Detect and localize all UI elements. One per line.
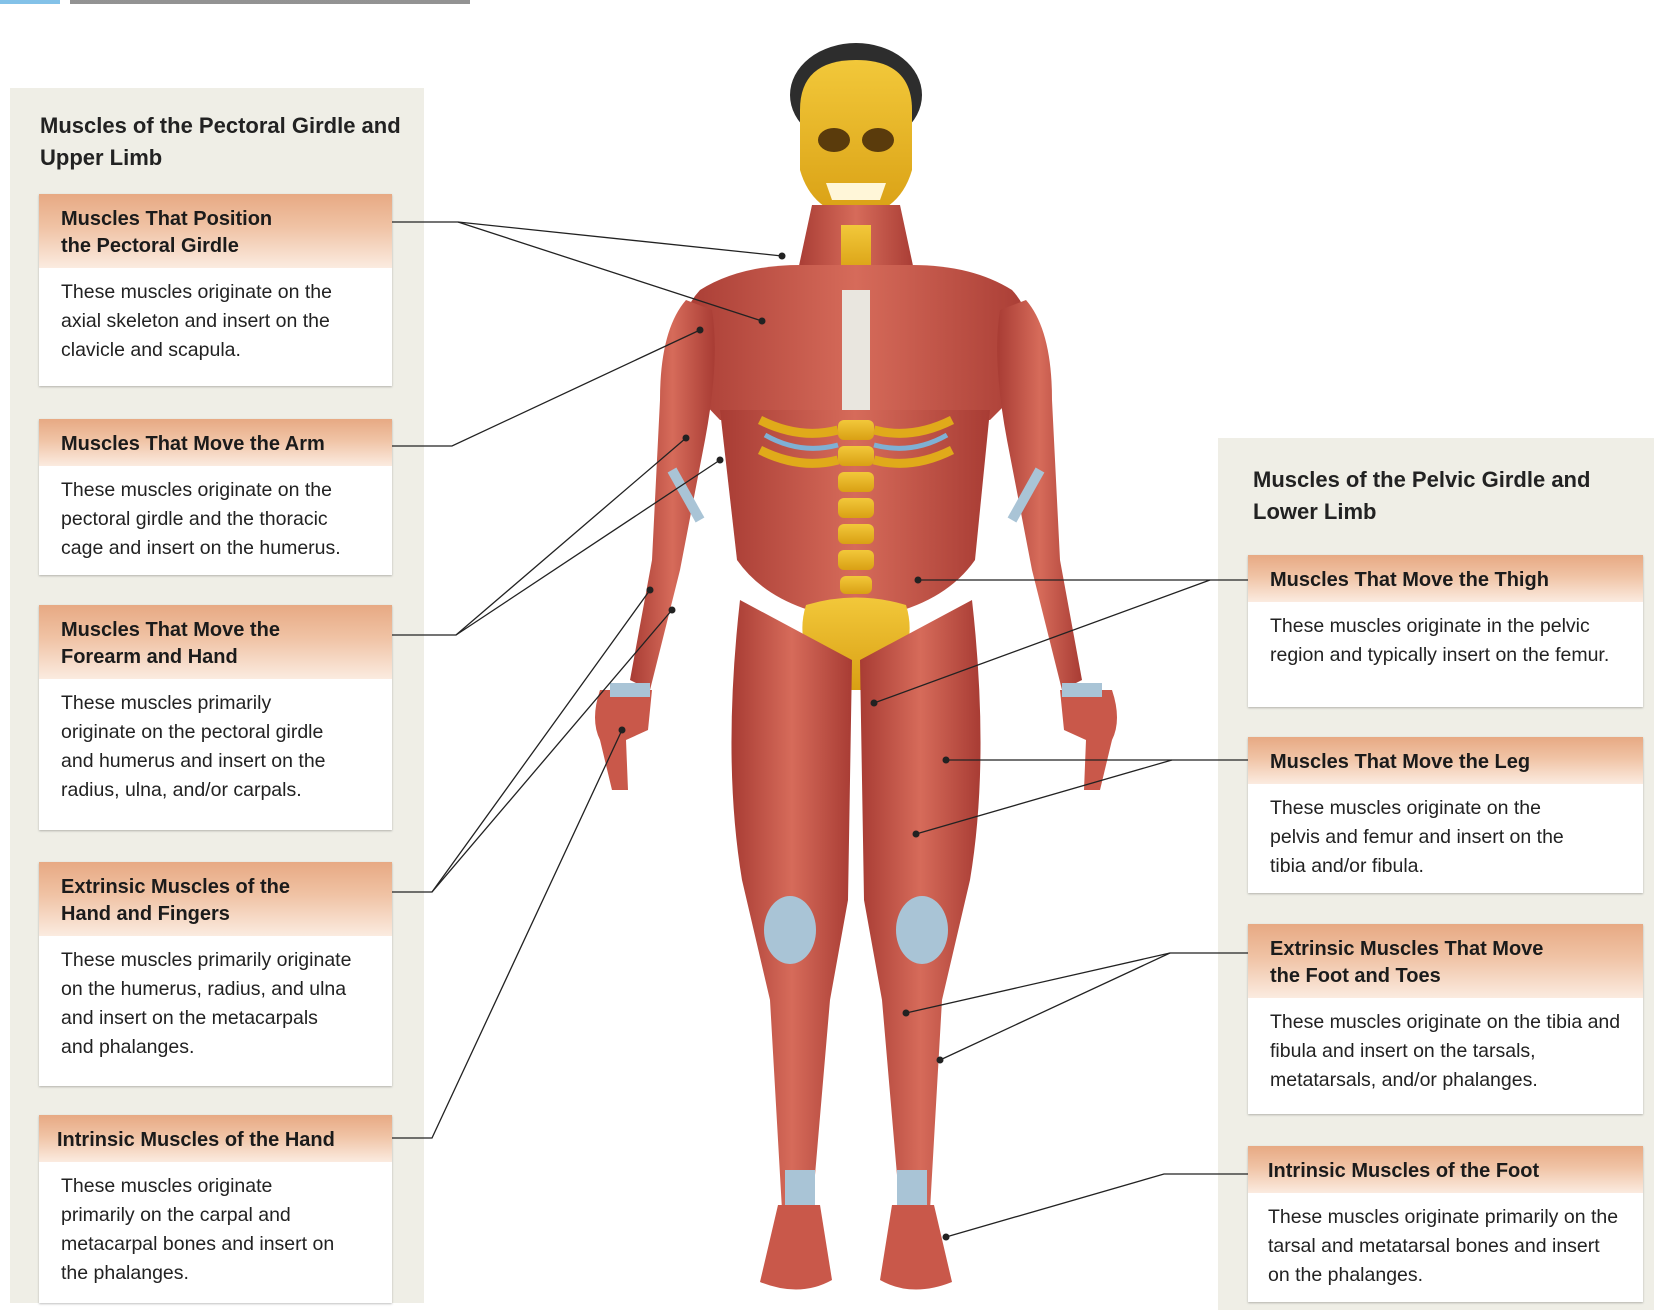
body-silhouette: [595, 43, 1117, 1290]
